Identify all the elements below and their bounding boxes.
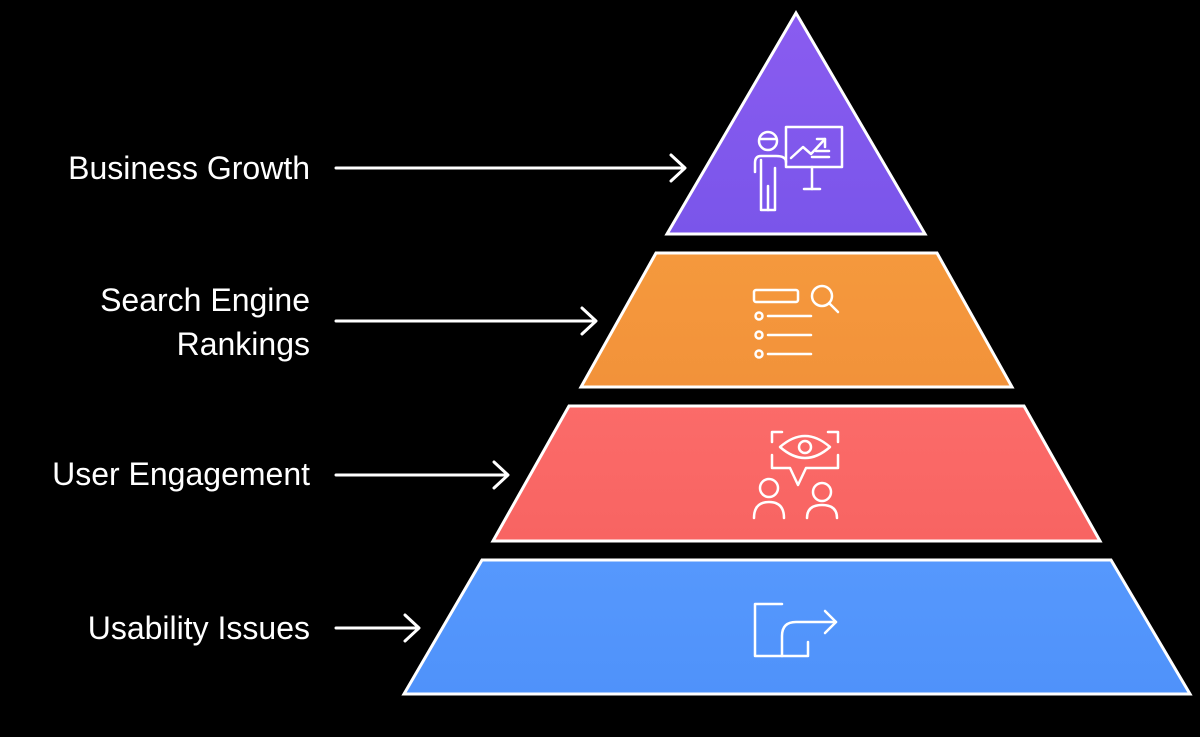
eye-users-icon: [752, 430, 840, 520]
tier-business-growth: [664, 10, 928, 236]
arrow-business-growth: [334, 153, 687, 183]
label-search-engine-rankings: Search Engine Rankings: [100, 278, 310, 366]
redirect-arrow-icon: [753, 602, 838, 658]
label-business-growth: Business Growth: [68, 146, 310, 190]
tier-search-engine-rankings: [578, 251, 1015, 389]
label-line: Rankings: [176, 326, 310, 362]
label-usability-issues: Usability Issues: [88, 606, 310, 650]
arrow-usability-issues: [334, 613, 421, 643]
label-line: Search Engine: [100, 282, 310, 318]
arrow-user-engagement: [334, 460, 510, 490]
label-line: Business Growth: [68, 150, 310, 186]
tier-user-engagement: [490, 404, 1103, 543]
presentation-growth-icon: [753, 125, 844, 212]
arrow-search-engine-rankings: [334, 306, 598, 336]
label-user-engagement: User Engagement: [52, 452, 310, 496]
tier-usability-issues: [401, 558, 1193, 696]
search-list-icon: [752, 284, 840, 359]
label-line: Usability Issues: [87, 610, 310, 646]
label-line: User Engagement: [52, 456, 310, 492]
